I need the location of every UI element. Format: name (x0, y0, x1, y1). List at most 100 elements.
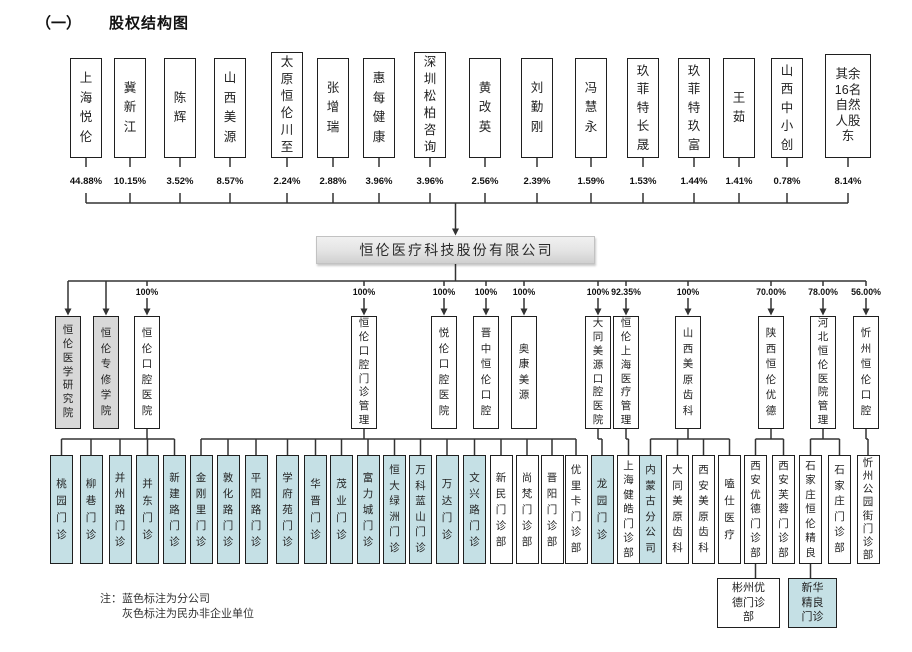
clinic-box-label: 富力城门诊 (362, 471, 374, 548)
clinic-box: 晋阳门诊部 (540, 455, 564, 564)
clinic-box: 上海健皓门诊部 (617, 455, 640, 564)
ownership-percentage: 44.88% (69, 176, 103, 187)
clinic-box: 大同美原齿科 (666, 455, 689, 564)
clinic-box: 桃园门诊 (50, 455, 73, 564)
clinic-box-label: 龙园门诊 (596, 477, 608, 541)
clinic-box-label: 大同美原齿科 (672, 464, 683, 554)
clinic-box-label: 尚梵门诊部 (521, 471, 533, 548)
clinic-box-label: 万科蓝山门诊 (415, 464, 426, 554)
arrowhead (440, 308, 448, 316)
arrowhead (520, 308, 528, 316)
shareholder-box: 刘勤刚 (521, 58, 553, 158)
clinic-box: 万达门诊 (435, 455, 459, 564)
ownership-percentage: 1.44% (680, 176, 708, 187)
arrowhead (622, 308, 630, 316)
subsidiary-box: 恒伦口腔医院 (134, 316, 160, 429)
shareholder-box-label: 山西中小创 (780, 63, 794, 152)
clinic-box: 石家庄门诊部 (828, 455, 851, 564)
shareholder-box-label: 太原恒伦川至 (280, 55, 294, 154)
ownership-percentage: 1.41% (725, 176, 753, 187)
clinic-box-label: 学府苑门诊 (282, 471, 293, 548)
shareholder-box-label: 张增瑞 (326, 80, 340, 134)
subsidiary-box-label: 悦伦口腔医院 (438, 327, 450, 417)
clinic-box-label: 嗑仕医疗 (724, 477, 735, 541)
clinic-box: 西安美原齿科 (692, 455, 715, 564)
clinic-box-label: 西安芙蓉门诊部 (778, 459, 789, 559)
subsidiary-box: 山西美原齿科 (675, 316, 701, 429)
arrowhead (819, 308, 827, 316)
subsidiary-box: 大同美源口腔医院 (585, 316, 611, 429)
clinic-box: 优里卡门诊部 (564, 455, 588, 564)
subclinic-label: 新华精良门诊 (801, 582, 824, 624)
clinic-box: 石家庄恒伦精良 (799, 455, 822, 564)
shareholder-box: 冯慧永 (575, 58, 607, 158)
arrowhead (767, 308, 775, 316)
clinic-box: 新民门诊部 (489, 455, 513, 564)
shareholder-box-label: 玖菲特长晟 (636, 63, 650, 152)
clinic-box-label: 柳巷门诊 (85, 477, 97, 541)
subsidiary-box-label: 晋中恒伦口腔 (480, 327, 492, 417)
clinic-box-label: 晋阳门诊部 (546, 471, 558, 548)
clinic-box: 柳巷门诊 (79, 455, 103, 564)
shareholder-box-label: 冯慧永 (584, 80, 598, 134)
subsidiary-box: 晋中恒伦口腔 (473, 316, 499, 429)
clinic-box-label: 平阳路门诊 (250, 471, 262, 548)
shareholder-box: 太原恒伦川至 (271, 52, 303, 158)
clinic-box: 嗑仕医疗 (718, 455, 741, 564)
section-title-text: 股权结构图 (109, 15, 190, 32)
clinic-box-label: 石家庄恒伦精良 (805, 459, 816, 559)
clinic-box: 万科蓝山门诊 (409, 455, 432, 564)
clinic-box-label: 万达门诊 (441, 477, 453, 541)
shareholder-box-label: 深圳松柏咨询 (423, 55, 437, 154)
clinic-box: 尚梵门诊部 (515, 455, 539, 564)
clinic-box-label: 金刚里门诊 (195, 471, 207, 548)
shareholder-box: 王茹 (723, 58, 755, 158)
ownership-percentage: 56.00% (851, 287, 881, 297)
shareholder-box-label: 刘勤刚 (530, 80, 544, 134)
subsidiary-box: 陕西恒伦优德 (758, 316, 784, 429)
company-box: 恒伦医疗科技股份有限公司 (316, 236, 595, 264)
arrowhead (862, 308, 870, 316)
clinic-box: 忻州公园街门诊部 (856, 455, 880, 564)
clinic-box: 文兴路门诊 (463, 455, 486, 564)
ownership-percentage: 0.78% (773, 176, 801, 187)
clinic-box: 华晋门诊 (304, 455, 327, 564)
subclinic-box: 彬州优德门诊部 (717, 578, 780, 628)
clinic-box: 西安优德门诊部 (744, 455, 767, 564)
company-name: 恒伦医疗科技股份有限公司 (359, 242, 554, 258)
clinic-box-label: 优里卡门诊部 (570, 464, 582, 554)
ownership-percentage: 2.39% (523, 176, 551, 187)
clinic-box: 茂业门诊 (330, 455, 353, 564)
clinic-box-label: 并东门诊 (142, 477, 153, 541)
ownership-percentage: 3.52% (166, 176, 194, 187)
subsidiary-box-label: 大同美源口腔医院 (592, 317, 604, 426)
subsidiary-box-label: 河北恒伦医院管理 (817, 317, 829, 426)
ownership-percentage: 100% (135, 287, 159, 297)
shareholder-box: 黄改英 (469, 58, 501, 158)
ownership-percentage: 100% (474, 287, 498, 297)
arrowhead (360, 308, 368, 316)
clinic-box: 西安芙蓉门诊部 (772, 455, 795, 564)
clinic-box-label: 内蒙古分公司 (645, 464, 656, 554)
subsidiary-box: 恒伦上海医疗管理 (613, 316, 639, 429)
ownership-percentage: 2.24% (273, 176, 301, 187)
shareholder-box-label: 上海悦伦 (79, 71, 93, 144)
subsidiary-box: 河北恒伦医院管理 (810, 316, 836, 429)
ownership-percentage: 3.96% (365, 176, 393, 187)
subsidiary-box: 奥康美源 (511, 316, 537, 429)
shareholder-box: 深圳松柏咨询 (414, 52, 446, 158)
shareholder-box-label: 冀新江 (123, 80, 137, 134)
subclinic-box: 新华精良门诊 (788, 578, 837, 628)
ownership-percentage: 100% (512, 287, 536, 297)
subsidiary-box-label: 山西美原齿科 (682, 327, 694, 417)
subsidiary-box-label: 恒伦口腔医院 (141, 327, 153, 417)
arrowhead (482, 308, 490, 316)
subsidiary-box-label: 恒伦上海医疗管理 (620, 317, 632, 426)
ownership-percentage: 100% (352, 287, 376, 297)
ownership-percentage: 1.53% (629, 176, 657, 187)
subsidiary-box-label: 忻州恒伦口腔 (860, 327, 872, 417)
shareholder-box: 张增瑞 (317, 58, 349, 158)
clinic-box: 新建路门诊 (163, 455, 186, 564)
ownership-percentage: 10.15% (113, 176, 147, 187)
note-prefix: 注： (100, 593, 122, 605)
